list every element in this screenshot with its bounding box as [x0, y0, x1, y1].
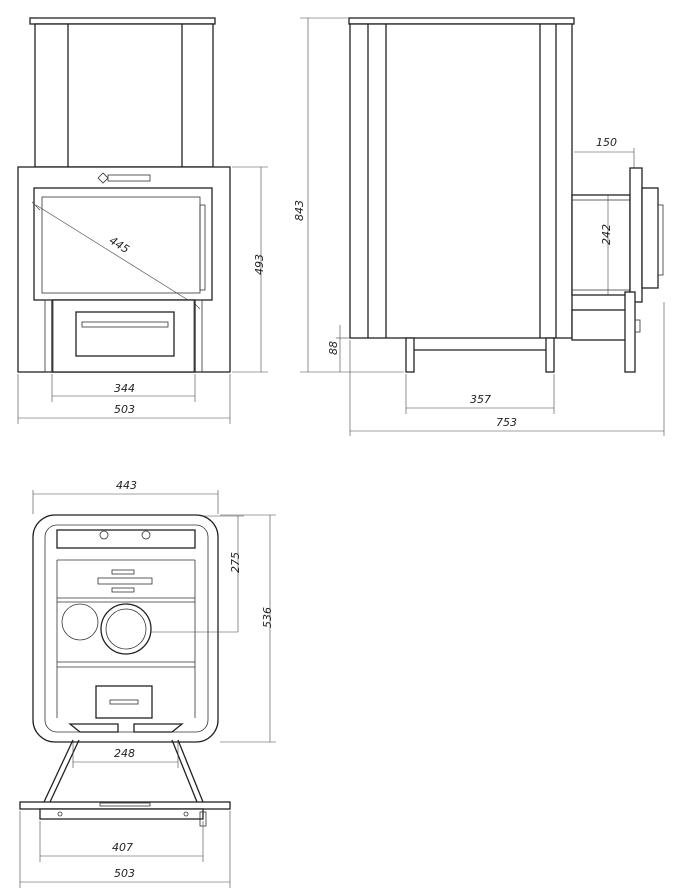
- side-view: 843 150 242 88 357 753: [293, 17, 665, 436]
- dim-top-total-width: 503: [114, 867, 135, 880]
- dim-top-flue-offset: 275: [229, 552, 242, 573]
- dim-side-total-height: 843: [293, 200, 306, 221]
- dim-side-leg-span: 357: [470, 393, 491, 406]
- dim-ashpan-width: 344: [114, 382, 135, 395]
- brand-logo: [97, 172, 151, 184]
- dim-top-base-width: 407: [112, 841, 133, 854]
- dim-top-leg-span: 248: [114, 747, 135, 760]
- dim-top-body-depth: 536: [261, 607, 274, 628]
- front-view: 445 493 344 503: [17, 17, 268, 424]
- dim-side-total-depth: 753: [496, 416, 517, 429]
- top-view: 443 275 536 248 407 503: [19, 479, 276, 888]
- dim-side-chimney-offset: 150: [596, 136, 617, 149]
- dim-side-leg-height: 88: [327, 341, 340, 355]
- dim-door-height: 493: [253, 254, 266, 275]
- dim-top-body-width: 443: [116, 479, 137, 492]
- dim-side-flue-height: 242: [600, 224, 613, 245]
- dim-front-total-width: 503: [114, 403, 135, 416]
